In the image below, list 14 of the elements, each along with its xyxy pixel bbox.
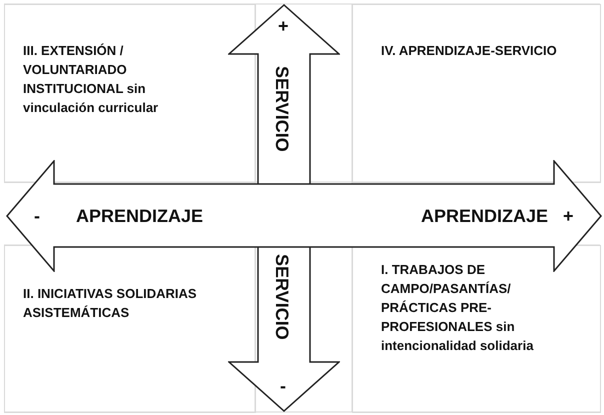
quadrant-label: II. INICIATIVAS SOLIDARIAS ASISTEMÁTICAS: [23, 285, 198, 322]
axis-label: SERVICIO: [272, 66, 292, 152]
axis-label: SERVICIO: [272, 254, 292, 340]
sign-label: -: [34, 206, 40, 226]
quadrant-cell: [352, 4, 601, 183]
sign-label: +: [563, 206, 574, 226]
sign-label: -: [280, 376, 286, 396]
quadrant-label: I. TRABAJOS DE CAMPO/PASANTÍAS/ PRÁCTICAS PRE-PROFESIONALES sin intencionalidad solidaria: [381, 261, 534, 355]
quadrant-label: III. EXTENSIÓN / VOLUNTARIADO INSTITUCIONAL sin vinculación curricular: [23, 42, 160, 117]
axis-label: APRENDIZAJE: [76, 206, 204, 226]
quadrant-label: IV. APRENDIZAJE-SERVICIO: [381, 42, 558, 60]
axis-label: APRENDIZAJE: [421, 206, 548, 226]
sign-label: +: [278, 16, 289, 36]
quadrant-cell: [4, 4, 256, 183]
